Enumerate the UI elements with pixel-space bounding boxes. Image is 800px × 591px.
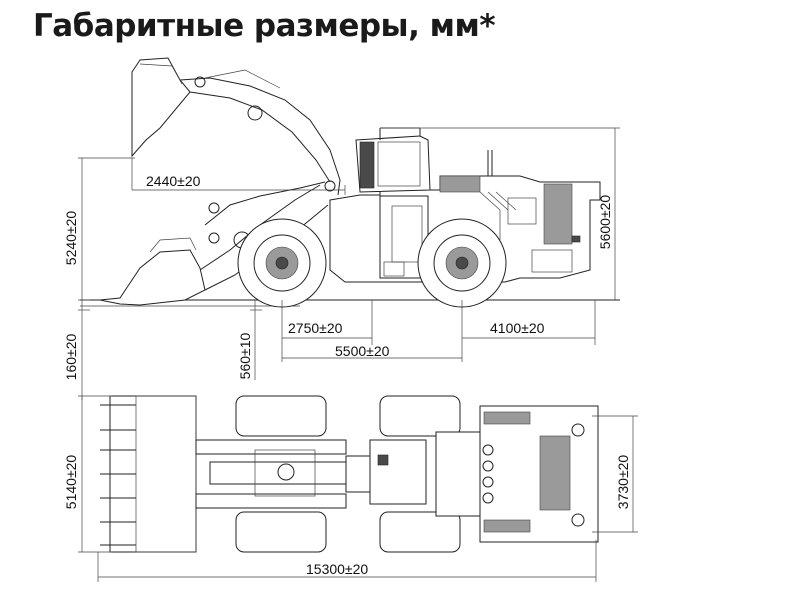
top-center-frame — [345, 431, 481, 517]
dim-height-raised: 5240±20 — [63, 211, 79, 266]
top-bucket — [100, 395, 197, 553]
rear-wheel — [417, 218, 507, 308]
dim-bucket-reach: 2440±20 — [146, 173, 201, 189]
dim-ground-clearance: 560±10 — [237, 332, 253, 379]
page-title: Габаритные размеры, мм* — [33, 8, 496, 44]
side-dimension-lines — [78, 127, 620, 400]
top-arms — [195, 439, 351, 509]
dim-body-width: 3730±20 — [615, 455, 631, 510]
front-left-tire — [235, 395, 327, 437]
raised-bucket — [131, 57, 341, 196]
dim-bucket-below-ground: 160±20 — [63, 333, 79, 380]
rear-right-tire — [379, 511, 461, 553]
top-view — [78, 395, 638, 582]
dim-rear-overhang: 4100±20 — [490, 320, 545, 336]
dim-height-cab: 5600±20 — [597, 195, 613, 250]
front-right-tire — [235, 511, 327, 553]
top-rear-body — [479, 405, 599, 543]
top-dimension-lines — [78, 395, 638, 582]
front-wheel — [237, 218, 327, 308]
dim-overall-length: 15300±20 — [306, 561, 368, 577]
dim-front-axle: 2750±20 — [288, 320, 343, 336]
side-view — [78, 57, 620, 400]
dim-wheelbase: 5500±20 — [335, 343, 390, 359]
dim-bucket-width: 5140±20 — [63, 455, 79, 510]
rear-left-tire — [379, 395, 461, 437]
